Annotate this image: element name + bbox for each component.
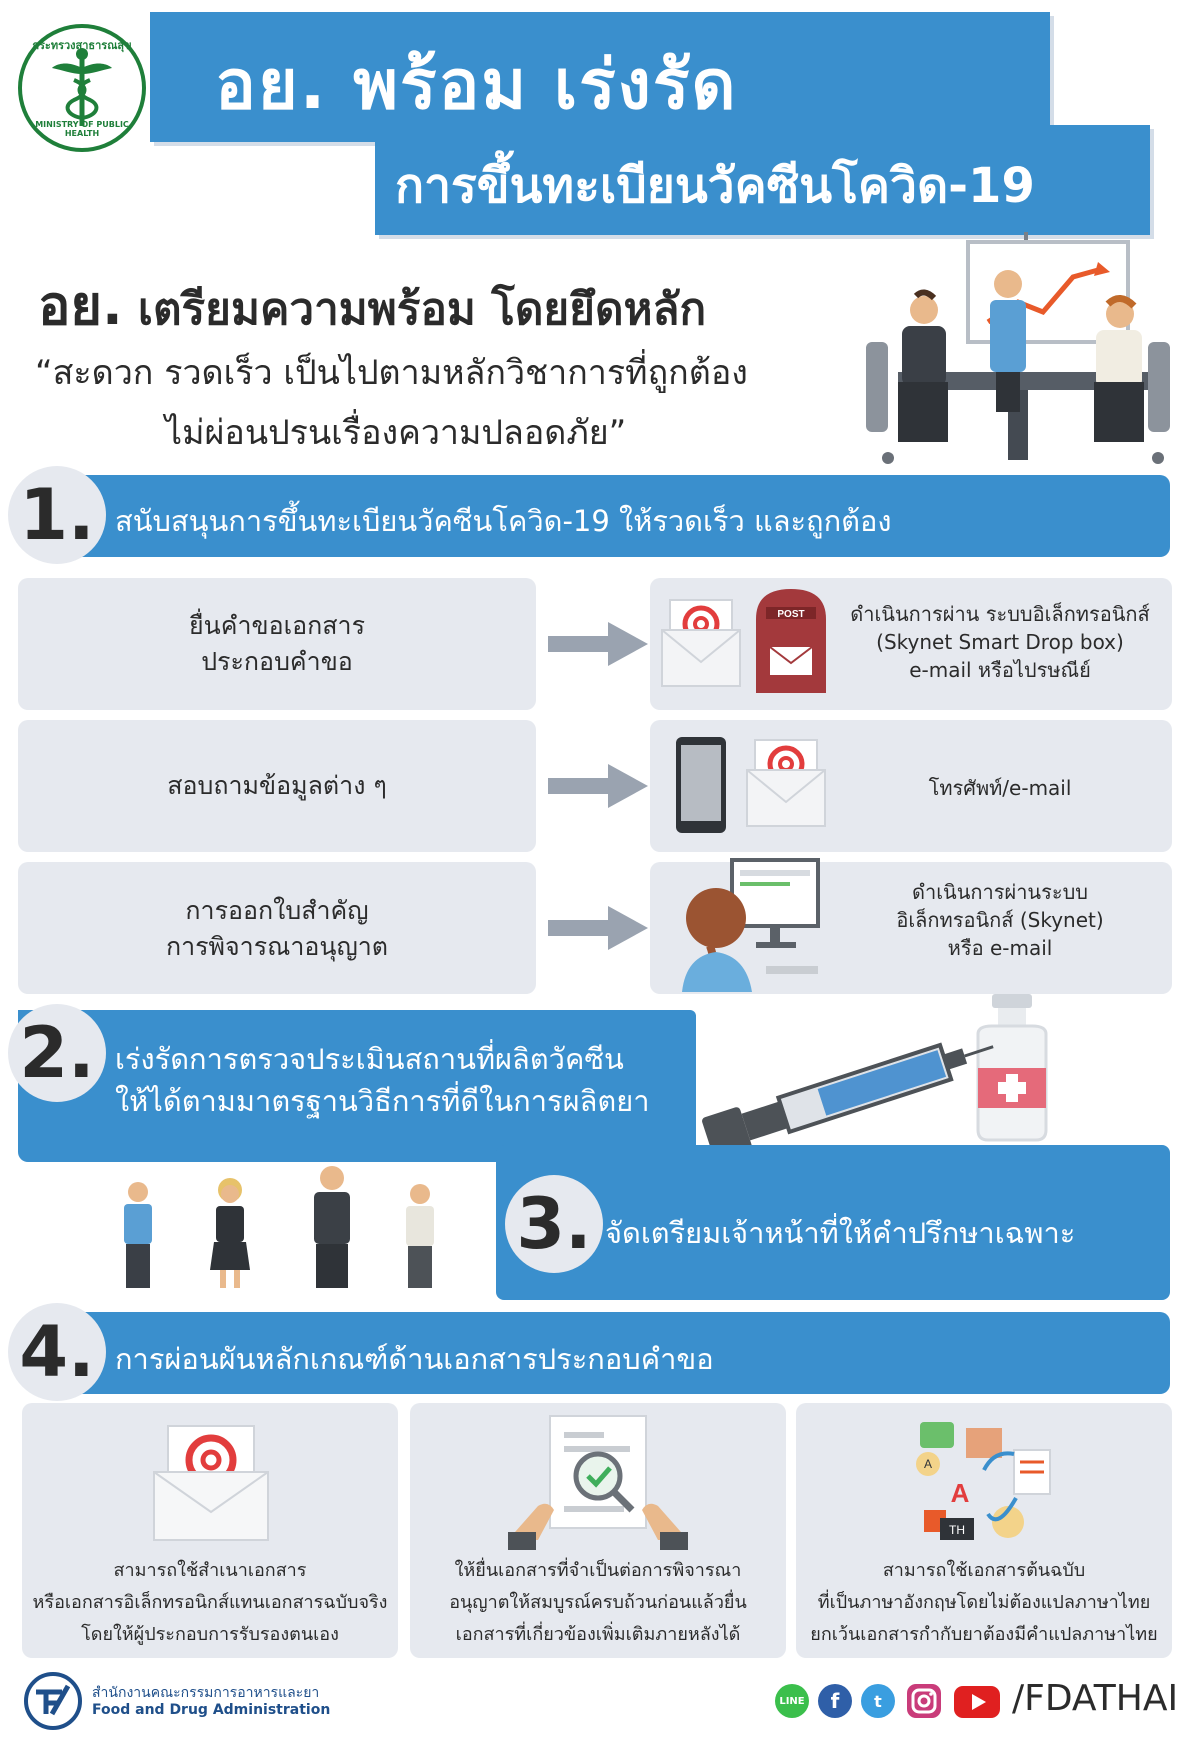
s4-card2-text: ให้ยื่นเอกสารที่จำเป็นต่อการพิจารณา อนุญ… bbox=[410, 1555, 786, 1651]
intro-quote-line2: ไม่ผ่อนปรนเรื่องความปลอดภัย” bbox=[165, 413, 627, 453]
s1-row3-right-text: ดำเนินการผ่านระบบ อิเล็กทรอนิกส์ (Skynet… bbox=[835, 878, 1165, 962]
section2-line1: เร่งรัดการตรวจประเมินสถานที่ผลิตวัคซีน bbox=[115, 1042, 624, 1076]
fda-logo-icon bbox=[24, 1672, 82, 1730]
smartphone-icon bbox=[676, 737, 726, 833]
s1-row2-right-line1: โทรศัพท์/e-mail bbox=[928, 776, 1072, 800]
s4-card3-text: สามารถใช้เอกสารต้นฉบับ ที่เป็นภาษาอังกฤษ… bbox=[796, 1555, 1172, 1651]
line-icon[interactable]: LINE bbox=[775, 1684, 809, 1718]
section2-banner bbox=[18, 1010, 696, 1162]
s1-row3-left-panel bbox=[18, 862, 536, 994]
section2-line2: ให้ได้ตามมาตรฐานวิธีการที่ดีในการผลิตยา bbox=[115, 1084, 650, 1118]
s4-card3-line1: สามารถใช้เอกสารต้นฉบับ bbox=[882, 1560, 1086, 1581]
meeting-illustration bbox=[866, 232, 1170, 464]
title-box-secondary bbox=[375, 125, 1150, 235]
svg-text:A: A bbox=[951, 1478, 970, 1508]
s4-card3-line3: ยกเว้นเอกสารกำกับยาต้องมีคำแปลภาษาไทย bbox=[810, 1624, 1158, 1645]
logo-text-top: กระทรวงสาธารณสุข bbox=[32, 39, 132, 52]
email-envelope-icon bbox=[661, 599, 741, 687]
instagram-icon[interactable] bbox=[905, 1682, 943, 1720]
section4-number: 4. bbox=[8, 1303, 106, 1401]
s4-card1-text: สามารถใช้สำเนาเอกสาร หรือเอกสารอิเล็กทรอ… bbox=[22, 1555, 398, 1651]
s1-row3-right-line2: อิเล็กทรอนิกส์ (Skynet) bbox=[896, 908, 1104, 932]
fda-org-th: สำนักงานคณะกรรมการอาหารและยา bbox=[92, 1685, 320, 1701]
email-envelope-icon bbox=[153, 1425, 269, 1541]
s1-row3-right-line3: หรือ e-mail bbox=[947, 936, 1053, 960]
arrow-right-icon bbox=[548, 764, 648, 808]
section1-title: สนับสนุนการขึ้นทะเบียนวัคซีนโควิด-19 ให้… bbox=[115, 504, 892, 538]
page-subtitle: การขึ้นทะเบียนวัคซีนโควิด-19 bbox=[395, 158, 1035, 214]
facebook-icon[interactable]: f bbox=[818, 1684, 852, 1718]
email-envelope-icon bbox=[746, 739, 826, 827]
s4-card1-line1: สามารถใช้สำเนาเอกสาร bbox=[113, 1560, 307, 1581]
section4-banner bbox=[60, 1312, 1170, 1394]
post-label: POST bbox=[777, 609, 804, 620]
s1-row3-right-line1: ดำเนินการผ่านระบบ bbox=[912, 880, 1088, 904]
svg-text:A: A bbox=[924, 1457, 932, 1471]
logo-text-bottom: MINISTRY OF PUBLIC HEALTH bbox=[35, 120, 129, 138]
intro-prefix: อย. bbox=[38, 274, 123, 337]
s1-row2-left-line1: สอบถามข้อมูลต่าง ๆ bbox=[167, 771, 387, 800]
caduceus-icon bbox=[52, 48, 112, 126]
translation-icon: A A TH bbox=[916, 1422, 1051, 1540]
document-review-icon bbox=[508, 1415, 688, 1550]
s1-row1-right-line1: ดำเนินการผ่าน ระบบอิเล็กทรอนิกส์ bbox=[850, 602, 1150, 626]
s1-row1-right-line2: (Skynet Smart Drop box) bbox=[876, 630, 1124, 654]
title-box-primary bbox=[150, 12, 1050, 142]
section3-number: 3. bbox=[505, 1175, 603, 1273]
s1-row1-right-text: ดำเนินการผ่าน ระบบอิเล็กทรอนิกส์ (Skynet… bbox=[835, 600, 1165, 684]
page-title: อย. พร้อม เร่งรัด bbox=[215, 46, 738, 125]
twitter-icon[interactable]: t bbox=[861, 1684, 895, 1718]
section3-banner bbox=[496, 1145, 1170, 1300]
computer-user-icon bbox=[682, 858, 820, 992]
social-handle[interactable]: /FDATHAI bbox=[1012, 1678, 1179, 1719]
syringe-vial-icon bbox=[702, 994, 1048, 1150]
s1-row1-left-line1: ยื่นคำขอเอกสาร bbox=[188, 611, 366, 640]
s1-row2-left-text: สอบถามข้อมูลต่าง ๆ bbox=[18, 768, 536, 804]
section1-banner bbox=[60, 475, 1170, 557]
s4-card1-line2: หรือเอกสารอิเล็กทรอนิกส์แทนเอกสารฉบับจริ… bbox=[32, 1592, 388, 1613]
post-box-icon: POST bbox=[756, 589, 826, 693]
s1-row2-right-text: โทรศัพท์/e-mail bbox=[835, 774, 1165, 802]
staff-illustration bbox=[124, 1166, 434, 1288]
youtube-icon[interactable] bbox=[952, 1684, 1002, 1720]
s1-row1-left-text: ยื่นคำขอเอกสาร ประกอบคำขอ bbox=[18, 608, 536, 680]
s4-card2-line3: เอกสารที่เกี่ยวข้องเพิ่มเติมภายหลังได้ bbox=[455, 1624, 741, 1645]
s1-row1-right-line3: e-mail หรือไปรษณีย์ bbox=[909, 658, 1091, 682]
s1-row2-right-panel bbox=[650, 720, 1172, 852]
s1-row3-left-text: การออกใบสำคัญ การพิจารณาอนุญาต bbox=[18, 893, 536, 965]
s4-card2-line2: อนุญาตให้สมบูรณ์ครบถ้วนก่อนแล้วยื่น bbox=[449, 1592, 747, 1613]
moph-logo: กระทรวงสาธารณสุข MINISTRY OF PUBLIC HEAL… bbox=[18, 24, 146, 152]
s1-row1-left-panel bbox=[18, 578, 536, 710]
s1-row3-left-line2: การพิจารณาอนุญาต bbox=[165, 932, 389, 961]
s1-row2-left-panel bbox=[18, 720, 536, 852]
section1-number: 1. bbox=[8, 466, 106, 564]
fda-org-en: Food and Drug Administration bbox=[92, 1702, 331, 1718]
svg-text:TH: TH bbox=[949, 1523, 965, 1537]
s4-card2-line1: ให้ยื่นเอกสารที่จำเป็นต่อการพิจารณา bbox=[454, 1560, 742, 1581]
s1-row3-left-line1: การออกใบสำคัญ bbox=[185, 896, 369, 925]
s1-row1-left-line2: ประกอบคำขอ bbox=[201, 647, 353, 676]
intro-quote-line1: “สะดวก รวดเร็ว เป็นไปตามหลักวิชาการที่ถู… bbox=[35, 353, 748, 393]
arrow-right-icon bbox=[548, 622, 648, 666]
section4-title: การผ่อนผันหลักเกณฑ์ด้านเอกสารประกอบคำขอ bbox=[115, 1342, 714, 1376]
section3-title: จัดเตรียมเจ้าหน้าที่ให้คำปรึกษาเฉพาะ bbox=[605, 1216, 1076, 1250]
intro-heading-text: เตรียมความพร้อม โดยยึดหลัก bbox=[137, 284, 707, 335]
s4-card1-line3: โดยให้ผู้ประกอบการรับรองตนเอง bbox=[81, 1624, 339, 1645]
intro-heading: อย. เตรียมความพร้อม โดยยึดหลัก bbox=[38, 262, 706, 348]
section2-number: 2. bbox=[8, 1004, 106, 1102]
s4-card3-line2: ที่เป็นภาษาอังกฤษโดยไม่ต้องแปลภาษาไทย bbox=[817, 1592, 1151, 1613]
arrow-right-icon bbox=[548, 906, 648, 950]
